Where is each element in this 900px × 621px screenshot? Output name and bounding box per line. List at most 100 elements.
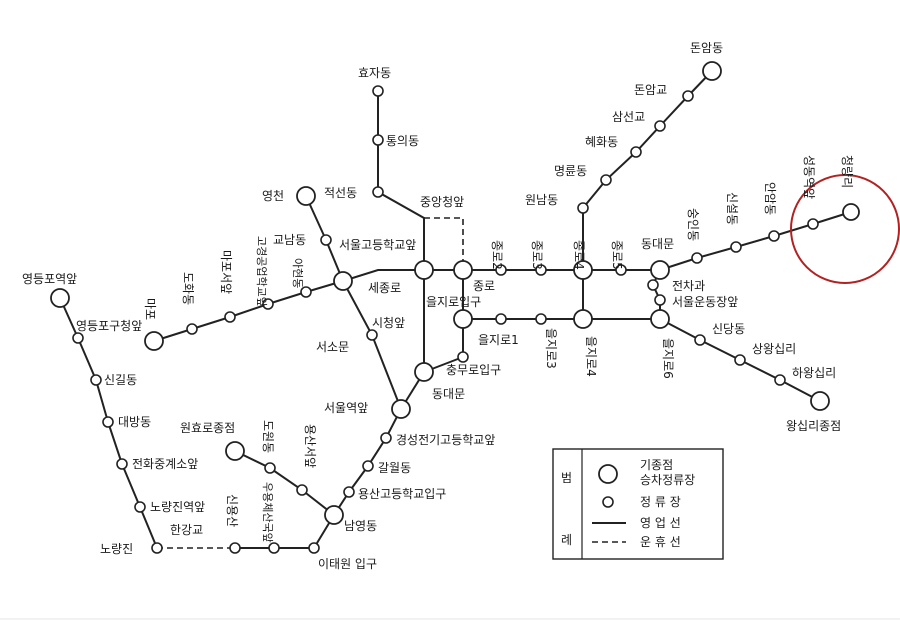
- station-euljiro6-marker: [650, 309, 670, 329]
- station-jongro-marker: [453, 260, 473, 280]
- station-gyeongseong-ind-marker: [262, 298, 274, 310]
- station-cheongnyangni-marker: [842, 203, 860, 221]
- station-useong-marker: [268, 542, 280, 554]
- track-suspended-link: [424, 217, 464, 270]
- track-wonhyoro-line: [234, 450, 335, 516]
- label-jungang: 중앙청앞: [420, 195, 464, 209]
- station-euljiro3-marker: [535, 313, 547, 325]
- station-yongsanseo-marker: [296, 484, 308, 496]
- station-namyeongdong-marker: [324, 505, 344, 525]
- label-jongro2: 종로2: [490, 240, 504, 270]
- label-euljiro3: 을지로3: [544, 328, 558, 369]
- station-yeongcheon-marker: [296, 186, 316, 206]
- station-itaewon-marker: [308, 542, 320, 554]
- label-gyonamdong: 교남동: [273, 233, 306, 247]
- station-samseongyo-marker: [654, 120, 666, 132]
- label-yeongdeungpo-station: 영등포역앞: [22, 272, 77, 286]
- label-euljiro-entrance: 을지로입구: [426, 295, 481, 309]
- station-exchange-marker: [116, 458, 128, 470]
- label-wonhyoro-terminal: 원효로종점: [180, 421, 235, 435]
- label-jongro5: 종로5: [610, 240, 624, 270]
- station-dohwadong-marker: [186, 323, 198, 335]
- label-anam: 안암동: [763, 182, 777, 215]
- legend-active-label: 영 업 선: [640, 516, 681, 530]
- label-sangwangsimni: 상왕십리: [752, 342, 796, 356]
- label-sejongro: 세종로: [368, 281, 401, 295]
- station-jeonchagwa-marker: [647, 279, 659, 291]
- label-donamdong: 돈암동: [690, 41, 723, 55]
- legend-box: [552, 448, 724, 560]
- track-cheongnyangni-line: [659, 211, 852, 271]
- label-donamgyo: 돈암교: [634, 83, 667, 97]
- label-daebangdong: 대방동: [118, 415, 151, 429]
- station-euljiro-entrance-marker: [453, 309, 473, 329]
- label-euljiro4: 을지로4: [584, 336, 598, 377]
- label-tongeuidong: 통의동: [386, 134, 419, 148]
- station-ahyeondong-marker: [300, 286, 312, 298]
- station-euljiro4-marker: [573, 309, 593, 329]
- track-itaewon-line: [235, 514, 335, 549]
- station-galwoldong-marker: [362, 460, 374, 472]
- station-seoulstation-marker: [391, 399, 411, 419]
- station-dongdaemun-west-marker: [414, 362, 434, 382]
- label-jongro: 종로: [473, 279, 495, 293]
- legend-major-label-2: 승차정류장: [640, 473, 695, 487]
- station-dowondong-marker: [264, 462, 276, 474]
- label-hyojadong: 효자동: [358, 66, 391, 80]
- station-sangwangsimni-marker: [734, 354, 746, 366]
- legend-suspended-label: 운 휴 선: [640, 535, 681, 549]
- label-jongro4: 종로4: [572, 240, 586, 270]
- station-hawangsimni-marker: [774, 374, 786, 386]
- label-jeokseondong: 적선동: [324, 186, 357, 200]
- label-yeongcheon: 영천: [262, 188, 284, 203]
- label-dohwadong: 도화동: [181, 272, 195, 305]
- label-namyeongdong: 남영동: [344, 519, 377, 533]
- station-hyehwadong-marker: [630, 146, 642, 158]
- station-wonhyoro-marker: [225, 441, 245, 461]
- label-seongdong: 성동역앞: [802, 155, 816, 199]
- stations: [50, 61, 860, 554]
- label-cheongnyangni: 청량리: [840, 155, 854, 188]
- station-jongro5-marker: [615, 264, 627, 276]
- station-wonnamdong-marker: [577, 202, 589, 214]
- label-dowondong: 도원동: [261, 420, 275, 453]
- label-noryangjin-station: 노량진역앞: [150, 500, 205, 514]
- legend-major-label-1: 기종점: [640, 458, 673, 472]
- highlight-circle: [790, 174, 900, 284]
- label-sindangdong: 신당동: [712, 322, 745, 336]
- station-jongro2-marker: [495, 264, 507, 276]
- label-seosomun: 서소문: [316, 340, 349, 354]
- station-seongdong-marker: [807, 218, 819, 230]
- label-maposeo: 마포서앞: [219, 250, 233, 294]
- station-yeongdeungpo-office-marker: [72, 332, 84, 344]
- label-mapo: 마포: [143, 298, 157, 320]
- station-donamgyo-marker: [682, 90, 694, 102]
- label-ahyeondong: 아현동: [291, 258, 304, 288]
- label-hyehwadong: 혜화동: [585, 135, 618, 149]
- label-sinyongsan: 신용산: [225, 494, 239, 527]
- station-yongsanhs-marker: [343, 486, 355, 498]
- station-maposeo-marker: [224, 311, 236, 323]
- station-donamdong-marker: [702, 61, 722, 81]
- station-mapo-marker: [144, 331, 164, 351]
- station-chungmuro-marker: [457, 351, 469, 363]
- label-itaewon: 이태원 입구: [318, 557, 377, 571]
- label-jeonchagwa: 전차과: [672, 279, 705, 293]
- station-wangsimni-marker: [810, 391, 830, 411]
- label-dongdaemun-west: 동대문: [432, 387, 465, 401]
- label-samseongyo: 삼선교: [612, 110, 645, 124]
- label-hawangsimni: 하왕십리: [792, 366, 836, 380]
- label-sinseol: 신설동: [725, 192, 739, 225]
- station-sinyongsan-marker: [229, 542, 241, 554]
- station-myeongnyundong-marker: [600, 174, 612, 186]
- station-noryangjin-marker: [151, 542, 163, 554]
- label-wangsimni-terminal: 왕십리종점: [786, 419, 841, 433]
- station-noryangjin-station-marker: [134, 501, 146, 513]
- station-yeongdeungpo-station-marker: [50, 288, 70, 308]
- track-mapo-line: [153, 280, 344, 342]
- station-sindangdong-marker: [694, 334, 706, 346]
- legend-stop-label: 정 류 장: [640, 495, 681, 509]
- label-jongro3: 종로3: [530, 240, 544, 270]
- station-dongdaemun-east-marker: [650, 260, 670, 280]
